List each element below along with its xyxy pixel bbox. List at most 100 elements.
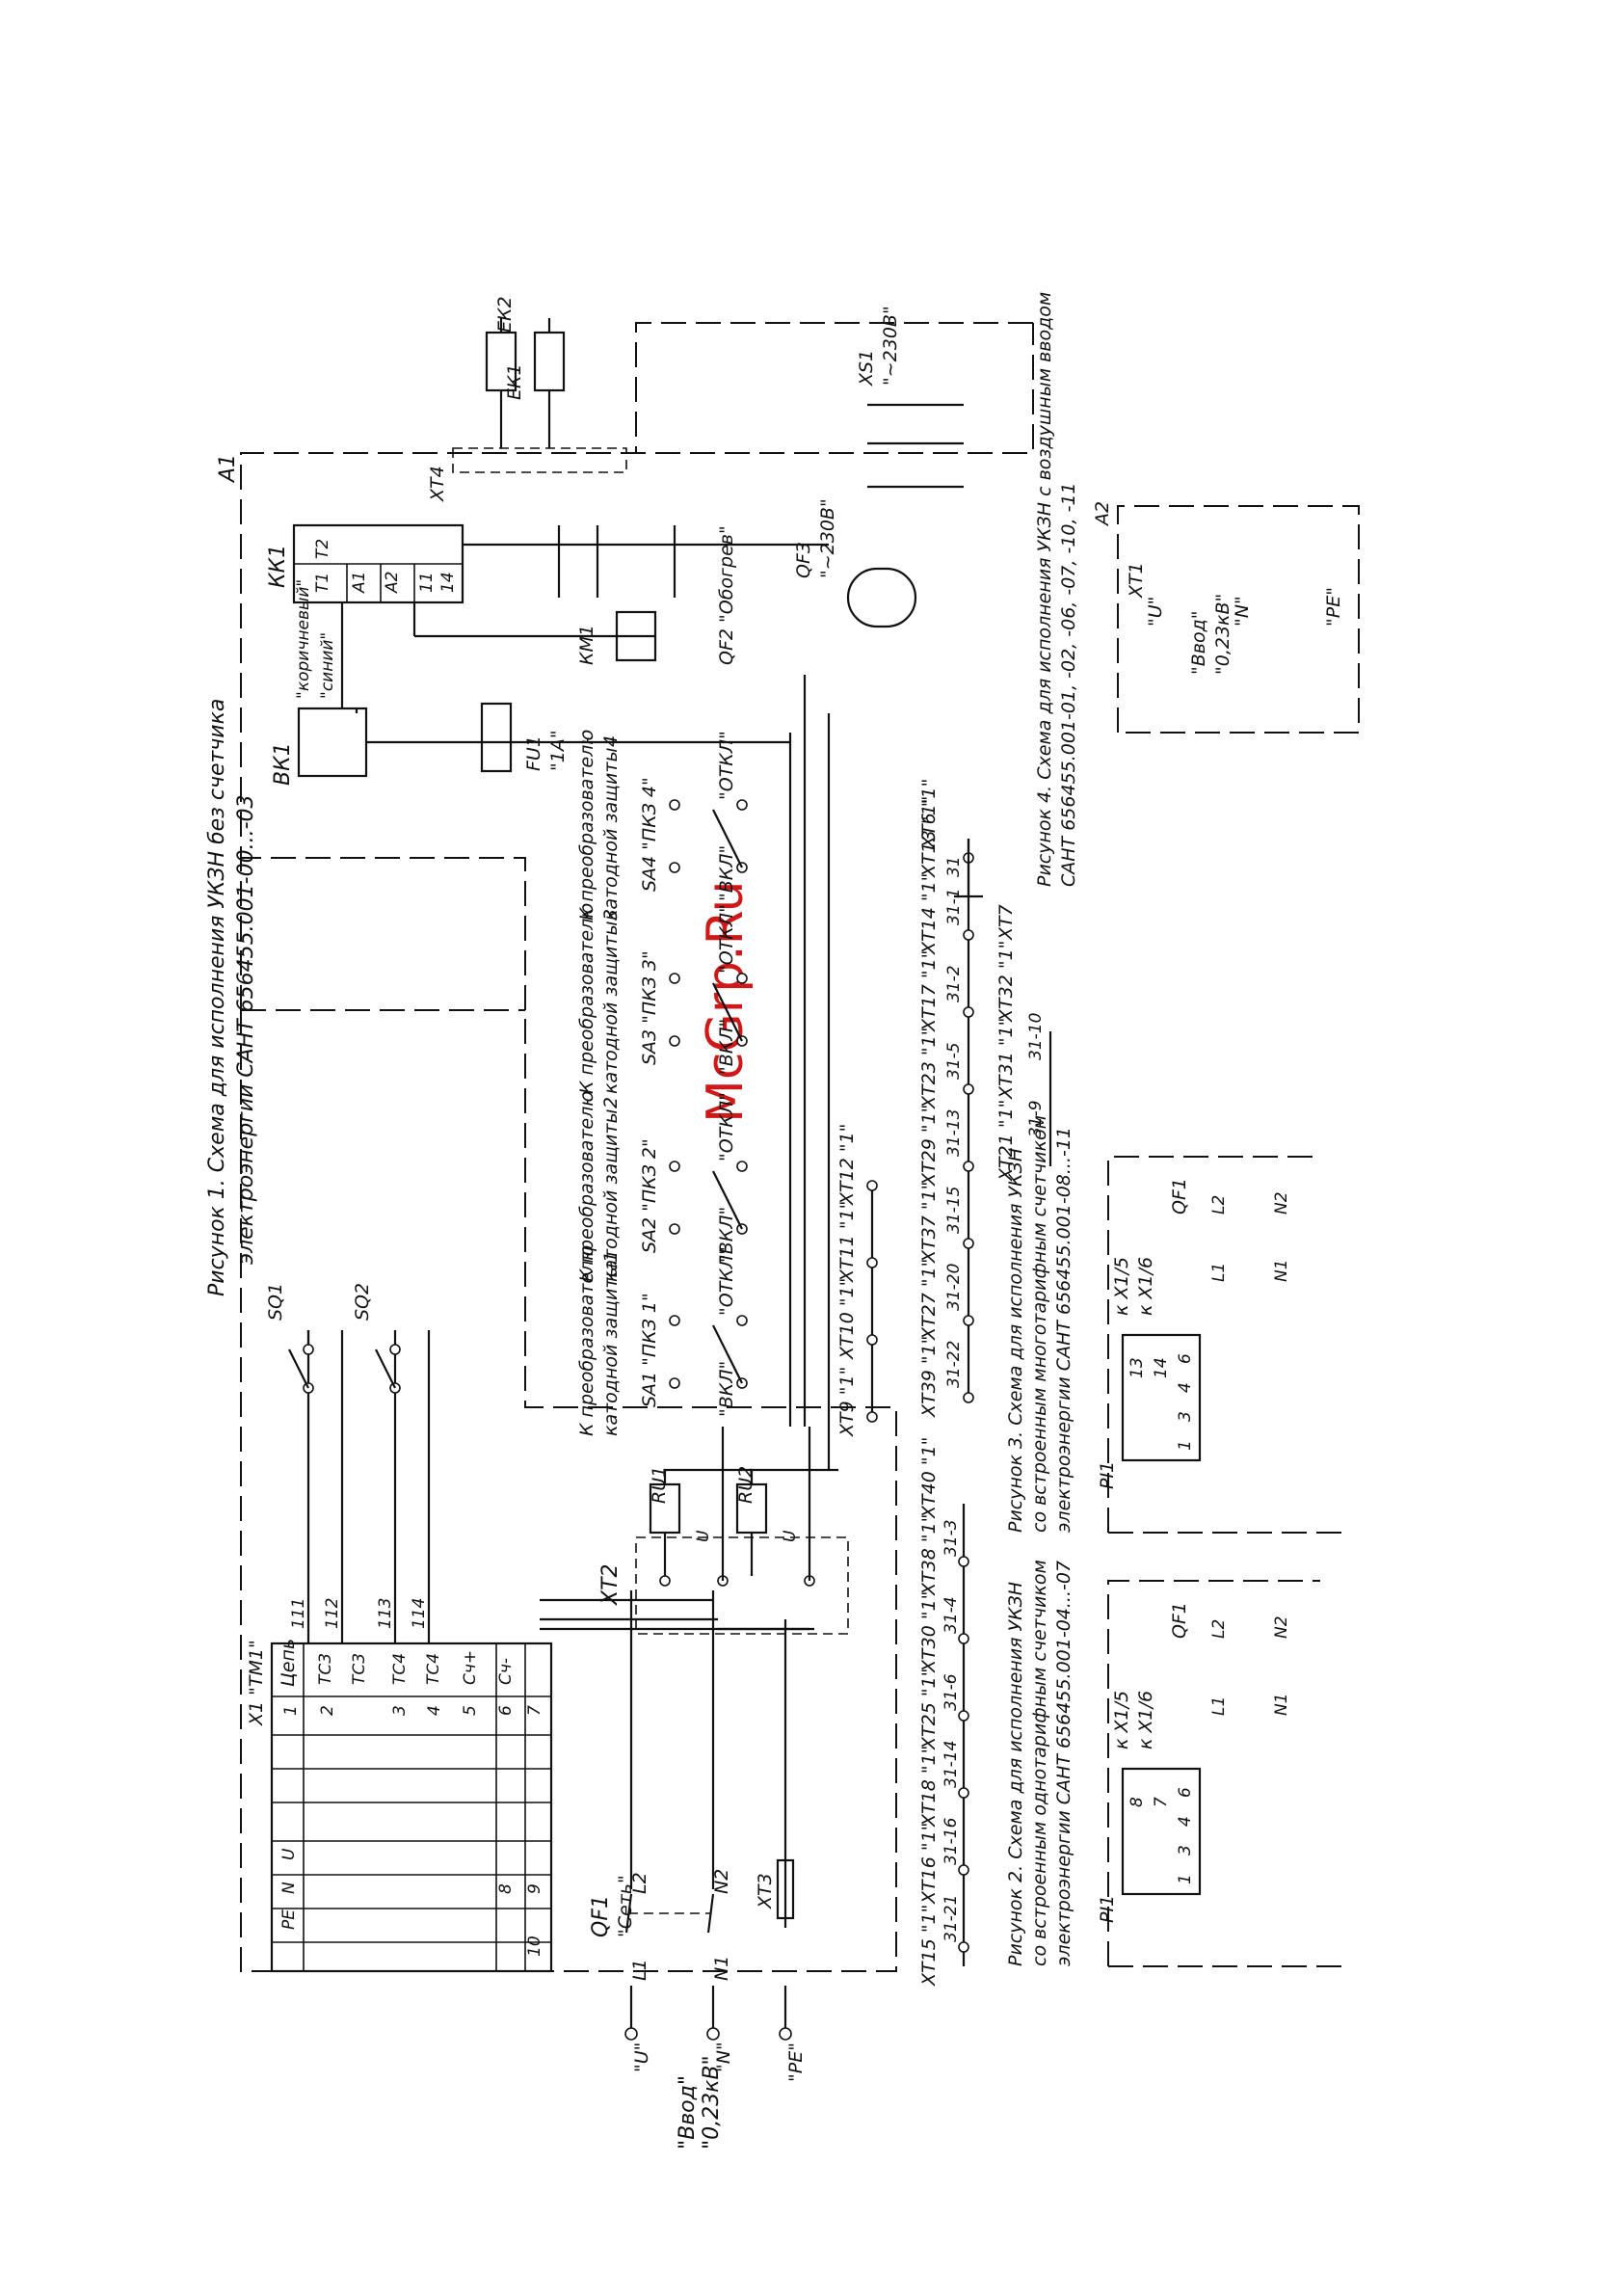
xt7-label: ХТ7 [995, 904, 1017, 941]
sa3-on: "ВКЛ" [716, 1019, 737, 1075]
xt13-label: ХТ13 "1" [918, 796, 940, 878]
sa2-conv-line1: К преобразователю [576, 1091, 597, 1282]
w31-6: 31-6 [942, 1673, 961, 1711]
xt-row-1: ХТ9 "1" ХТ10 "1" ХТ11 "1" ХТ12 "1" [836, 1124, 878, 1437]
fig4-a2: А2 [1092, 501, 1113, 527]
ru2-u: U [781, 1530, 800, 1542]
sa1: SA1 "ПКЗ 1" "ВКЛ" "ОТКЛ" К преобразовате… [576, 1245, 748, 1436]
sa1-off: "ОТКЛ" [716, 1246, 737, 1316]
fig3-pi-14: 14 [1152, 1357, 1171, 1378]
figure2: Рисунок 2. Схема для исполнения УКЗН со … [1005, 1560, 1349, 1967]
xs1-label: ХS1 [856, 350, 877, 387]
wire-112: 112 [323, 1598, 342, 1629]
surge-protection: RU1 RU2 U U ХТ2 [540, 1427, 849, 1635]
x1-row-3: ТС4 [390, 1653, 410, 1685]
sa4-conv-line1: К преобразователю [576, 730, 597, 921]
fig3-caption-line1: Рисунок 3. Схема для исполнения УКЗН [1005, 1148, 1026, 1533]
sa3-off: "ОТКЛ" [716, 904, 737, 974]
x1-pin-2: 2 [318, 1705, 337, 1716]
fig2-pi1: PI1 [1097, 1895, 1118, 1923]
fig2-pi-3: 3 [1176, 1845, 1195, 1855]
w31-16: 31-16 [942, 1817, 961, 1865]
qf1-l2: L2 [629, 1872, 650, 1894]
qf3-label: QF3 [793, 542, 814, 578]
xt-row-4: ХТ21 "1" ХТ31 "1" ХТ32 "1" 31-9 31-10 ХТ… [995, 904, 1052, 1182]
label-a1: А1 [216, 454, 240, 484]
figure4: Рисунок 4. Схема для исполнения УКЗН с в… [1034, 292, 1360, 887]
w31-5: 31-5 [944, 1042, 964, 1080]
fig3-caption-line2: со встроенным многотарифным счетчиком [1029, 1115, 1050, 1533]
sa1-conv-line1: К преобразователю [576, 1245, 597, 1436]
fig2-pi-8: 8 [1127, 1797, 1147, 1807]
ek1-label: ЕК1 [504, 363, 525, 400]
w31-20: 31-20 [944, 1264, 964, 1311]
w31-15: 31-15 [944, 1187, 964, 1234]
input-voltage: "0,23кВ" [700, 2055, 724, 2149]
qf3-voltage: "~230В" [817, 498, 838, 578]
xt14-label: ХТ14 "1" [918, 873, 940, 955]
input-section: QF1 "Сеть" L1 L2 N1 N2 "Ввод" "0,23кВ" "… [589, 1590, 807, 2149]
fig2-caption-line2: со встроенным однотарифным счетчиком [1029, 1560, 1050, 1966]
xt-row-3: ХТ15 "1" ХТ16 "1" ХТ18 "1" ХТ25 "1" ХТ30… [918, 1437, 969, 1987]
x1-pin-5: 5 [461, 1705, 480, 1716]
heaters: ХТ4 ЕК1 ЕК2 [427, 296, 627, 502]
xt12-label: ХТ12 "1" [836, 1124, 858, 1206]
xt25-label: ХТ25 "1" [918, 1669, 940, 1750]
heater-control: КМ1 QF2 "Обогрев" QF3 "~230В" [557, 498, 917, 665]
fig3-n2: N2 [1272, 1191, 1291, 1215]
phase-n: "N" [713, 2042, 734, 2072]
xt21-label: ХТ21 "1" [995, 1100, 1017, 1182]
wire-111: 111 [289, 1598, 308, 1629]
w31-21: 31-21 [942, 1895, 961, 1942]
sa2-conv-num: 2 [600, 1097, 622, 1108]
fu1-rating: "1А" [547, 730, 569, 771]
x1-pin-8: 8 [496, 1883, 516, 1894]
sa3: SA3 "ПКЗ 3" "ВКЛ" "ОТКЛ" К преобразовате… [576, 903, 748, 1094]
x1-terminal-block: Х1 "ТМ1" Цепь ТС3 ТС3 ТС4 ТС4 Сч+ Сч- U … [246, 1639, 553, 1973]
w31-2: 31-2 [944, 965, 964, 1002]
fig1-caption-line2: электроэнергии САНТ 656455.001-00...-03 [234, 794, 258, 1265]
xt39-label: ХТ39 "1" [918, 1336, 940, 1418]
phase-pe: "PE" [785, 2042, 807, 2082]
x1-pin-9: 9 [525, 1883, 544, 1894]
xt2-label: ХТ2 [598, 1563, 623, 1606]
fig3-pi-1: 1 [1176, 1440, 1195, 1451]
x1-row-2: ТС3 [350, 1653, 369, 1685]
fu1-label: FU1 [523, 735, 544, 771]
fig2-l1: L1 [1209, 1696, 1229, 1716]
sa3-conv-line1: К преобразователю [576, 903, 597, 1094]
xt4-label: ХТ4 [427, 466, 448, 502]
fig3-pi-4: 4 [1176, 1382, 1195, 1393]
sa2-off: "ОТКЛ" [716, 1092, 737, 1161]
xs1-socket: ХS1 "~230В" [856, 306, 964, 489]
ru1-label: RU1 [649, 1466, 670, 1504]
xt16-label: ХТ16 "1" [918, 1823, 940, 1905]
xt23-label: ХТ23 "1" [918, 1028, 940, 1109]
fig3-l2: L2 [1209, 1195, 1229, 1215]
x1-title: Х1 "ТМ1" [246, 1640, 267, 1726]
qf1-label: QF1 [589, 1895, 613, 1937]
kk1-14: 14 [438, 572, 458, 593]
xt31-label: ХТ31 "1" [995, 1018, 1017, 1100]
kk1-a2: А2 [383, 572, 402, 594]
fig4-phase-n: "N" [1232, 596, 1253, 627]
x1-row-7: U [279, 1848, 299, 1860]
xt38-label: ХТ38 "1" [918, 1514, 940, 1596]
sa2-label: SA2 "ПКЗ 2" [639, 1138, 660, 1253]
sa3-label: SA3 "ПКЗ 3" [639, 950, 660, 1065]
fig2-qf1: QF1 [1169, 1602, 1190, 1639]
kk1-label: КК1 [266, 545, 290, 588]
fig3-pi-6: 6 [1176, 1353, 1195, 1364]
fig4-caption-line1: Рисунок 4. Схема для исполнения УКЗН с в… [1034, 292, 1055, 887]
x1-pin-4: 4 [425, 1705, 444, 1716]
fig4-input-title: "Ввод" [1188, 611, 1209, 675]
sa2: SA2 "ПКЗ 2" "ВКЛ" "ОТКЛ" К преобразовате… [576, 1091, 748, 1282]
xt30-label: ХТ30 "1" [918, 1591, 940, 1673]
fig3-n1: N1 [1272, 1259, 1291, 1282]
sa1-conv-num: 1 [600, 1251, 622, 1263]
xs1-voltage: "~230В" [880, 306, 901, 386]
xt29-label: ХТ29 "1" [918, 1105, 940, 1187]
fig4-caption-line2: САНТ 656455.001-01, -02, -06, -07, -10, … [1058, 482, 1079, 887]
xt32-label: ХТ32 "1" [995, 941, 1017, 1023]
wire-114: 114 [410, 1598, 429, 1629]
